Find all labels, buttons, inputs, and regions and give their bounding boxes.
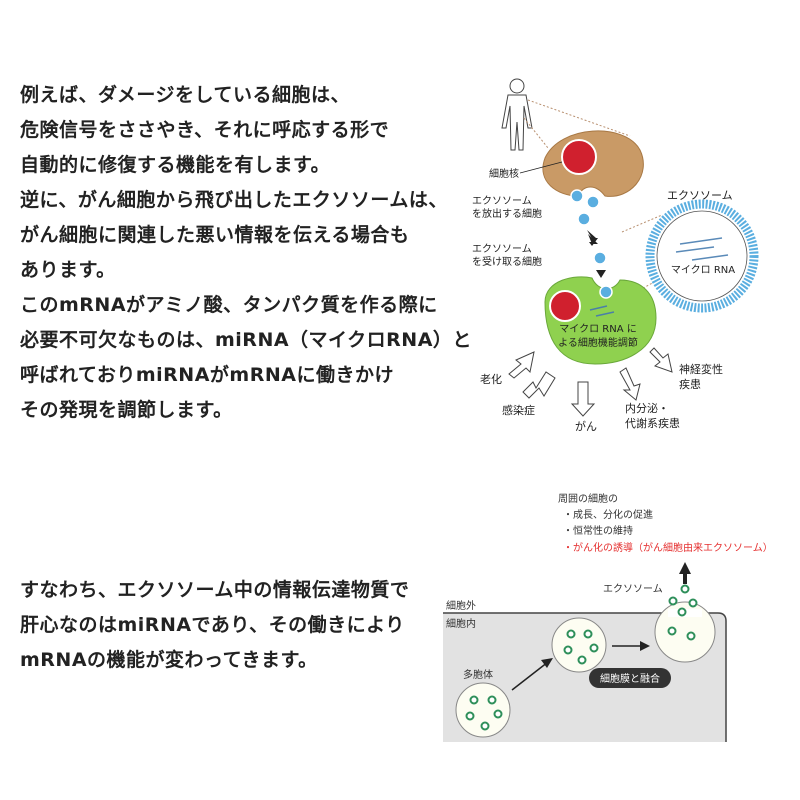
- vesicle-particle: [583, 629, 593, 639]
- arrow-line: [511, 661, 549, 691]
- exosome-icon: [586, 195, 600, 209]
- vesicle-particle: [469, 695, 479, 705]
- vesicle-particle: [493, 709, 503, 719]
- exosome-icon: [593, 251, 607, 265]
- human-figure-icon: [501, 78, 533, 151]
- effects-item: ・恒常性の維持: [563, 524, 633, 537]
- inside-label: 細胞内: [446, 617, 476, 630]
- text-line: mRNAの機能が変わってきます。: [20, 649, 318, 671]
- paragraph-bottom: すなわち、エクソソーム中の情報伝達物質で 肝心なのはmiRNAであり、その働きに…: [20, 573, 409, 678]
- inner-label: マイクロ RNA に: [559, 323, 636, 335]
- vesicle-particle: [480, 721, 490, 731]
- release-label: エクソソーム: [472, 195, 532, 207]
- micro-rna-label: マイクロ RNA: [671, 264, 735, 276]
- outside-label: 細胞外: [446, 599, 476, 612]
- cell-membrane-corner: [717, 612, 727, 742]
- text-line: このmRNAがアミノ酸、タンパク質を作る際に: [20, 294, 438, 316]
- outcome-endocrine: 代謝系疾患: [625, 416, 680, 430]
- vesicle-particle: [465, 711, 475, 721]
- effects-highlight: ・がん化の誘導（がん細胞由来エクソソーム）: [563, 541, 773, 554]
- outline-arrow-icon: [570, 381, 596, 417]
- exosome-diagram: マイクロ RNA に よる細胞機能調節 細胞核 エクソソーム を放出する細胞 エ…: [472, 78, 759, 433]
- effects-header: 周囲の細胞の: [558, 492, 618, 505]
- paragraph-top: 例えば、ダメージをしている細胞は、 危険信号をささやき、それに呼応する形で 自動…: [20, 78, 472, 428]
- exosome-icon: [688, 598, 698, 608]
- inner-label: よる細胞機能調節: [558, 336, 638, 349]
- exosome-icon: [668, 596, 678, 606]
- effects-item: ・成長、分化の促進: [563, 508, 653, 521]
- vesicle-particle: [686, 631, 696, 641]
- exosome-icon: [680, 584, 690, 594]
- exosome-title: エクソソーム: [667, 189, 733, 202]
- outcome-aging: 老化: [480, 372, 502, 386]
- fusion-badge: [589, 668, 671, 688]
- exosome-icon: [570, 189, 584, 203]
- vesicle-particle: [566, 629, 576, 639]
- text-line: 危険信号をささやき、それに呼応する形で: [20, 119, 390, 141]
- arrow-down-icon: [596, 270, 606, 278]
- exosome-membrane-inner: [656, 210, 748, 302]
- mvb-vesicle: [455, 682, 511, 738]
- arrow-down-icon: [588, 234, 598, 244]
- text-line: すなわち、エクソソーム中の情報伝達物質で: [20, 579, 410, 601]
- mvb-label: 多胞体: [463, 668, 493, 681]
- text-line: 必要不可欠なものは、miRNA（マイクロRNA）と: [20, 329, 472, 351]
- exosome-label: エクソソーム: [603, 583, 663, 595]
- vesicle-release-diagram: 周囲の細胞の ・成長、分化の促進 ・恒常性の維持 ・がん化の誘導（がん細胞由来エ…: [443, 492, 773, 742]
- cell-interior: [443, 613, 726, 742]
- text-line: 例えば、ダメージをしている細胞は、: [20, 84, 350, 106]
- receive-label: エクソソーム: [472, 243, 532, 255]
- vesicle-particle: [589, 643, 599, 653]
- outline-arrow-icon: [649, 347, 673, 373]
- release-label: を放出する細胞: [472, 207, 542, 220]
- nucleus: [549, 290, 581, 322]
- mvb-vesicle: [551, 617, 607, 673]
- micro-rna-strands: [675, 237, 729, 261]
- vesicle-particle: [667, 626, 677, 636]
- outcome-endocrine: 内分泌・: [625, 401, 669, 415]
- outcome-neuro: 神経変性: [679, 362, 723, 376]
- vesicle-particle: [563, 645, 573, 655]
- outcome-infection: 感染症: [502, 403, 535, 417]
- arrow-up-icon: [679, 562, 691, 584]
- text-line: 呼ばれておりmiRNAがmRNAに働きかけ: [20, 364, 394, 386]
- arrow-head-icon: [640, 641, 650, 651]
- outline-arrow-icon: [522, 371, 556, 399]
- leader-line: [519, 161, 563, 174]
- arrow-down-icon: [587, 230, 598, 246]
- text-line: 自動的に修復する機能を有します。: [20, 154, 331, 176]
- outline-arrow-icon: [619, 367, 641, 401]
- text-line: その発現を調節します。: [20, 399, 233, 421]
- vesicle-particle: [487, 695, 497, 705]
- vesicle-particle: [577, 655, 587, 665]
- nucleus-label: 細胞核: [489, 167, 519, 180]
- outcome-neuro: 疾患: [679, 377, 701, 391]
- text-line: 肝心なのはmiRNAであり、その働きにより: [20, 614, 405, 636]
- exosome-icon: [577, 212, 591, 226]
- text-line: がん細胞に関連した悪い情報を伝える場合も: [20, 224, 410, 246]
- nucleus: [561, 139, 597, 175]
- outcome-cancer: がん: [575, 419, 597, 433]
- text-line: 逆に、がん細胞から飛び出したエクソソームは、: [20, 189, 448, 211]
- exosome-icon: [677, 607, 687, 617]
- rna-strands: [589, 305, 615, 317]
- arrow-head-icon: [541, 658, 553, 668]
- exosome-membrane: [645, 199, 759, 313]
- fusion-label: 細胞膜と融合: [600, 672, 660, 685]
- exosome-icon: [599, 285, 613, 299]
- text-line: あります。: [20, 259, 116, 281]
- receive-label: を受け取る細胞: [472, 255, 542, 268]
- outline-arrow-icon: [508, 351, 535, 379]
